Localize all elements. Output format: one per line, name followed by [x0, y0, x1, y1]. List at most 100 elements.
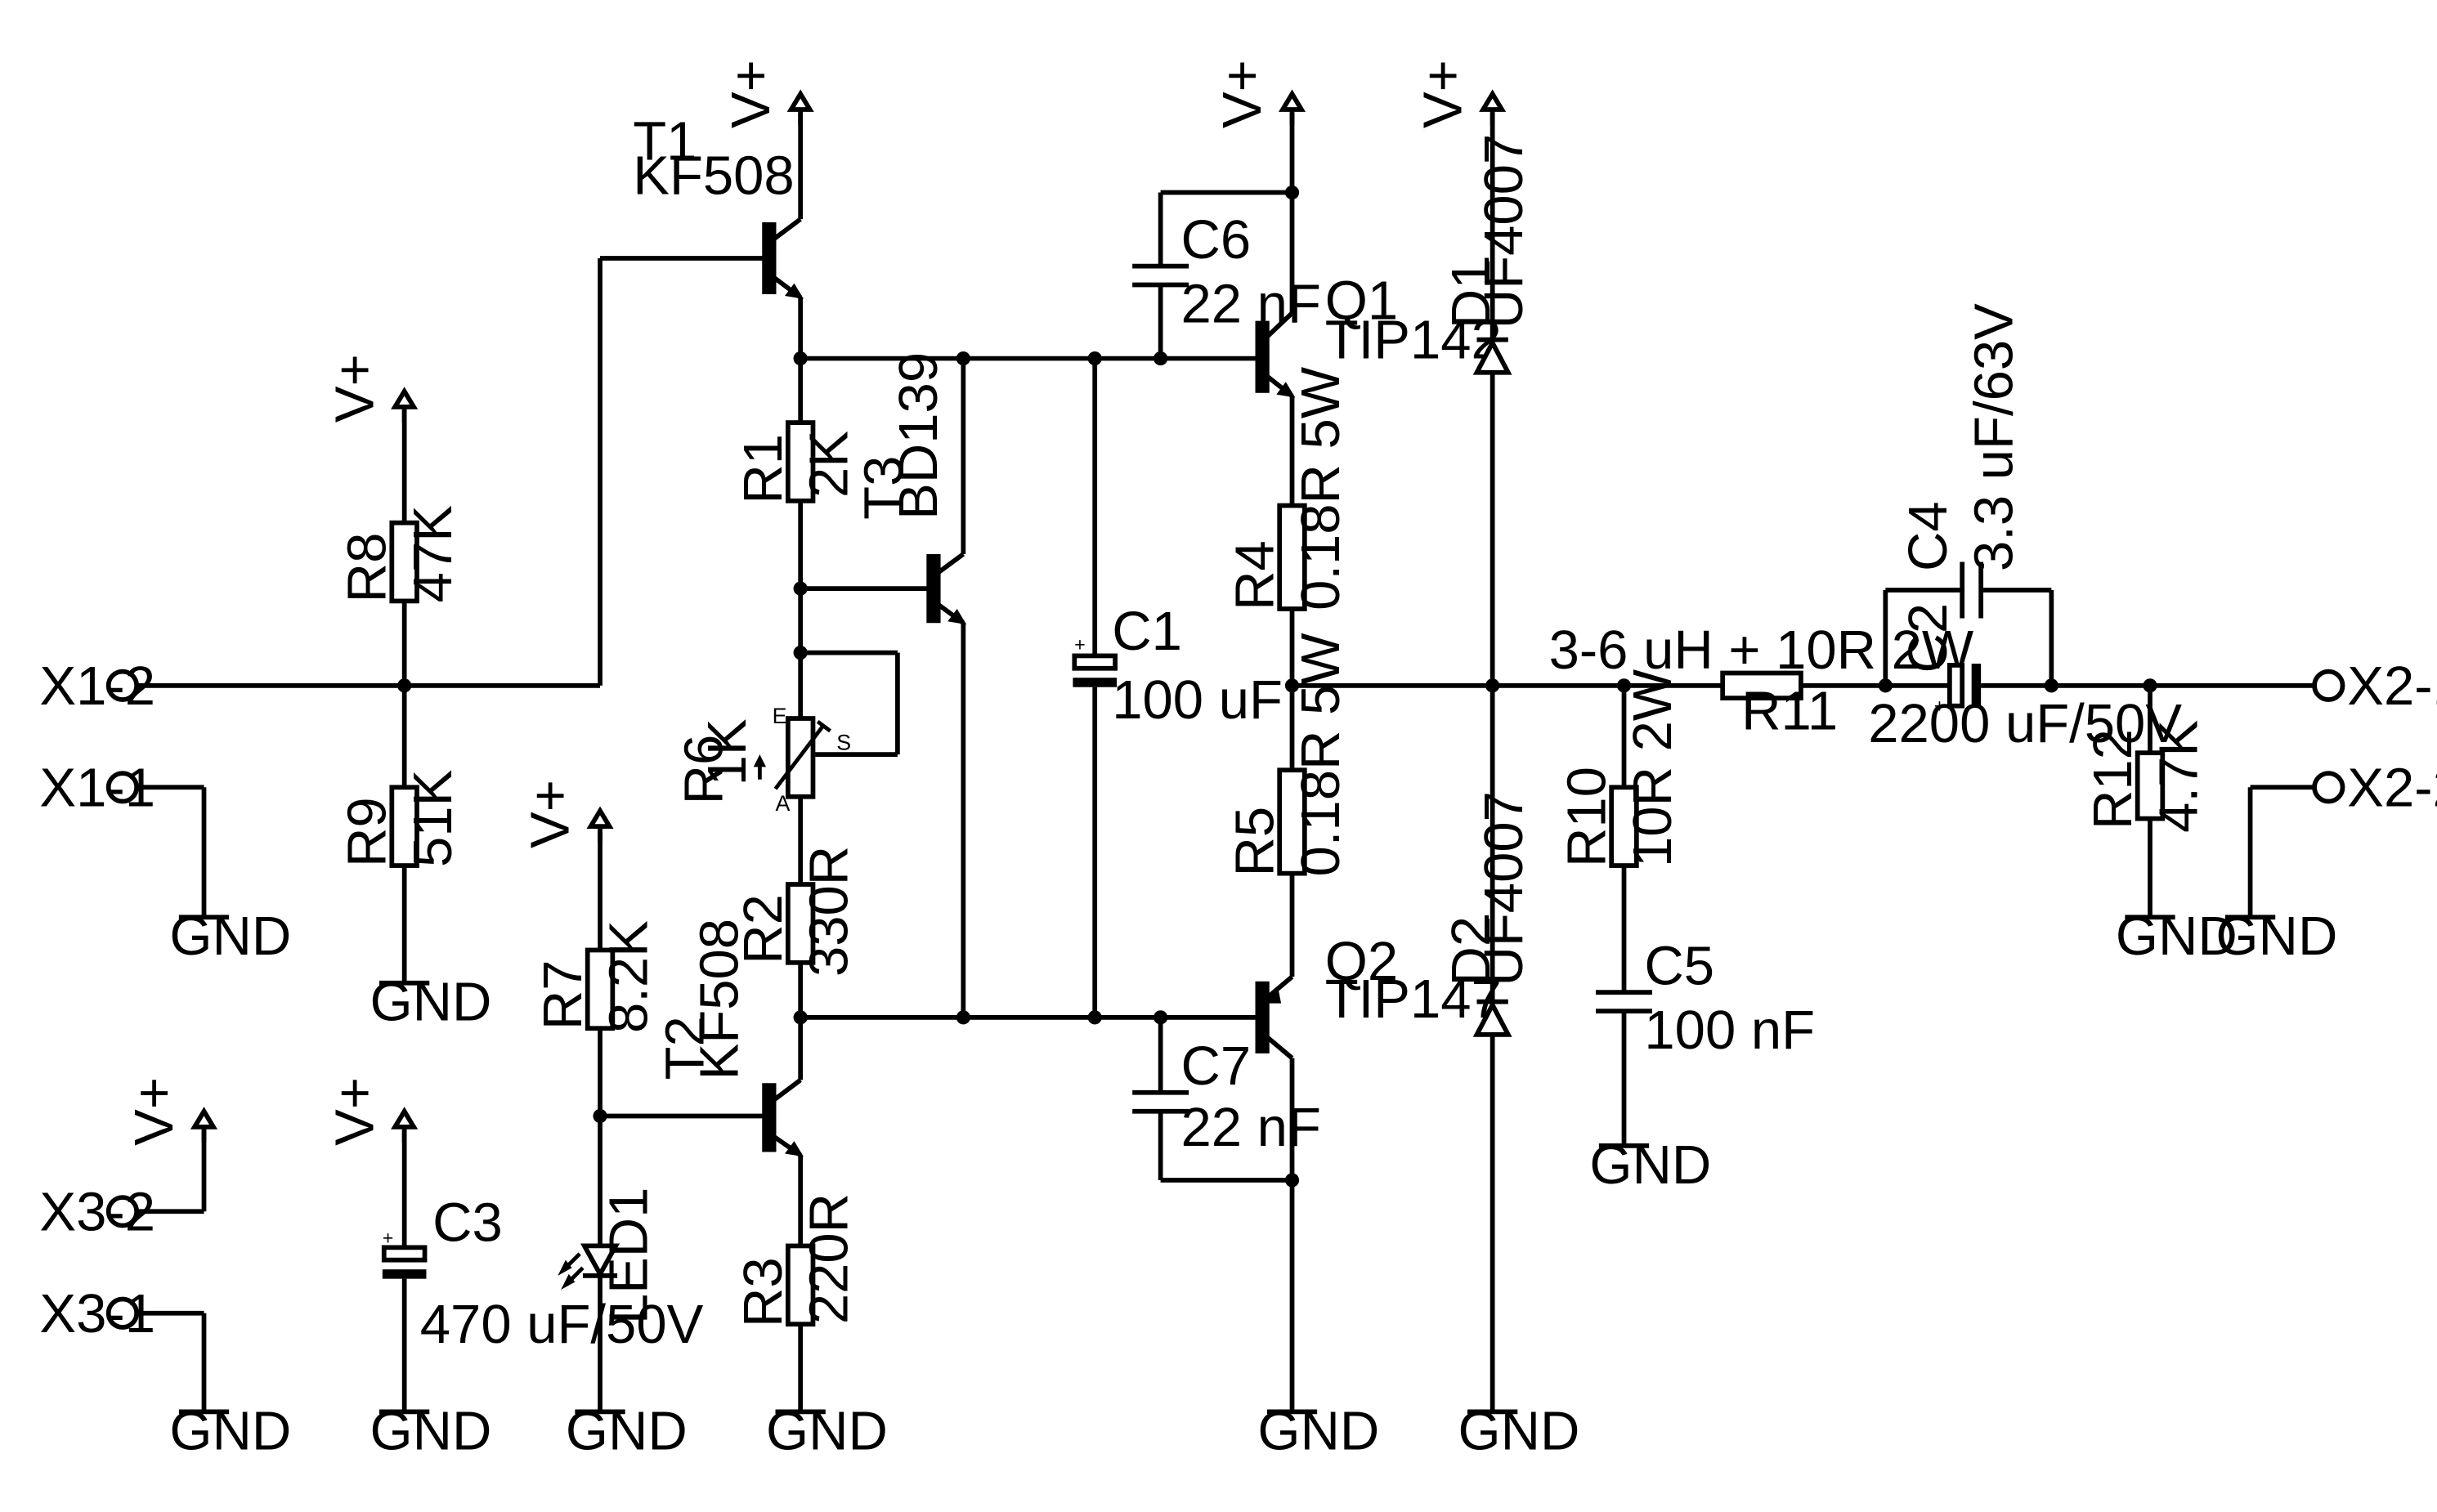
input-section: X1-2 X1-1 GND V+ R8 47K R9 51K GND V+ X3…	[39, 256, 764, 1461]
gnd-label: GND	[169, 1400, 291, 1461]
c5-ref: C5	[1644, 936, 1714, 997]
r6-pin-e: E	[773, 704, 787, 728]
connector-x2-1	[2312, 669, 2345, 702]
q2-value: TIP147	[1325, 968, 1502, 1030]
gnd-label: GND	[1458, 1400, 1580, 1461]
t3-ref: T3	[853, 456, 915, 520]
c1-ref: C1	[1112, 601, 1182, 662]
connector-x1-2-label: X1-2	[39, 655, 155, 717]
c1-value: 100 uF	[1112, 669, 1283, 731]
r12-value: 4.7K	[2148, 720, 2209, 833]
t1-ref: T1	[633, 110, 697, 172]
vplus-label: V+	[1212, 60, 1273, 128]
c3-ref: C3	[432, 1192, 503, 1254]
r6-pin-s: S	[836, 730, 851, 754]
r10-ref: R10	[1557, 767, 1618, 867]
c6-value: 22 nF	[1181, 274, 1321, 335]
r3-value: 220R	[799, 1193, 860, 1324]
r4-ref: R4	[1225, 540, 1286, 611]
connector-x3-2	[105, 1195, 140, 1228]
r10-value: 10R 2W	[1622, 669, 1683, 867]
gnd-label: GND	[370, 972, 492, 1033]
connector-x3-1-label: X3-1	[39, 1283, 155, 1344]
connector-x1-1-label: X1-1	[39, 757, 155, 818]
gnd-label: GND	[2116, 906, 2238, 967]
vplus-label: V+	[123, 1077, 185, 1146]
led-symbol	[580, 1243, 620, 1279]
r4-value: 0.18R 5W	[1290, 366, 1351, 611]
t3-value: BD139	[888, 352, 949, 520]
capacitor-c2	[1946, 663, 1965, 709]
r9-ref: R9	[337, 797, 398, 867]
capacitor-c1	[1072, 653, 1118, 671]
t2-value: KF508	[689, 919, 750, 1080]
r7-ref: R7	[532, 960, 594, 1030]
trimmer-r6	[785, 716, 816, 799]
gnd-label: GND	[1257, 1400, 1379, 1461]
r9-value: 51K	[402, 770, 464, 867]
led1-ref: LED1	[598, 1188, 659, 1325]
r6-pin-a: A	[776, 791, 791, 816]
d1-ref: D1	[1440, 259, 1502, 329]
vplus-label: V+	[324, 354, 385, 423]
q2-ref: Q2	[1325, 931, 1398, 992]
connector-x2-2-label: X2-2	[2347, 757, 2437, 818]
r5-value: 0.18R 5W	[1290, 633, 1351, 877]
r3-ref: R3	[732, 1257, 794, 1327]
d2-ref: D2	[1440, 916, 1502, 986]
vplus-label: V+	[720, 60, 782, 128]
r11-ref: R11	[1741, 680, 1838, 741]
vplus-label: V+	[520, 780, 581, 848]
r11-value: 3-6 uH + 10R 2W	[1549, 620, 1974, 681]
gnd-label: GND	[2215, 906, 2337, 967]
r6-ref: R6	[673, 735, 734, 805]
resistor-r11	[1720, 670, 1803, 701]
gnd-label: GND	[766, 1400, 888, 1461]
c4-ref: C4	[1897, 501, 1959, 571]
r12-ref: R12	[2082, 729, 2144, 830]
r8-ref: R8	[337, 533, 398, 603]
r1-ref: R1	[732, 434, 794, 504]
c3-value: 470 uF/50V	[420, 1294, 704, 1355]
r5-ref: R5	[1225, 807, 1286, 877]
c2-ref: C2	[1897, 603, 1959, 673]
gnd-label: GND	[169, 906, 291, 967]
driver-stage: V+ T1 KF508 R1 2K T3 BD139	[633, 60, 1260, 1461]
vplus-label: V+	[324, 1077, 385, 1146]
resistor-r2	[785, 882, 816, 965]
t2-ref: T2	[654, 1016, 715, 1080]
c2-value: 2200 uF/50V	[1868, 693, 2182, 754]
c3-plus: +	[383, 1228, 393, 1249]
capacitor-c3-plate	[381, 1245, 428, 1263]
r1-value: 2K	[799, 431, 860, 498]
connector-x3-2-label: X3-2	[39, 1181, 155, 1242]
gnd-label: GND	[370, 1400, 492, 1461]
c1-plus: +	[1074, 634, 1085, 655]
c7-value: 22 nF	[1181, 1097, 1321, 1158]
r6-value: 1K	[697, 718, 758, 785]
resistor-r1	[785, 420, 816, 503]
led-bias: V+ R7 8.2K LED1 GND	[520, 780, 764, 1461]
connector-x2-2	[2312, 771, 2345, 804]
gnd-label: GND	[566, 1400, 688, 1461]
r7-value: 8.2K	[598, 920, 659, 1033]
q1-value: TIP142	[1325, 310, 1502, 371]
r8-value: 47K	[402, 505, 464, 602]
d1-value: UF4007	[1473, 134, 1534, 329]
c6-ref: C6	[1181, 209, 1252, 271]
d2-value: UF4007	[1473, 791, 1534, 986]
output-network: V+ D1 UF4007 D2 UF4007 GND R10 10R 2W C5…	[1292, 60, 2437, 1461]
c2-plus: +	[1934, 695, 1945, 716]
connector-x2-1-label: X2-1	[2347, 655, 2437, 717]
capacitor-c1-group: + C1 100 uF	[1072, 358, 1283, 1018]
r2-value: 330R	[799, 846, 860, 977]
gnd-label: GND	[1589, 1134, 1711, 1196]
r2-ref: R2	[732, 894, 794, 964]
t1-value: KF508	[633, 145, 794, 206]
c4-value: 3.3 uF/63V	[1963, 303, 2024, 571]
vplus-label: V+	[1412, 60, 1473, 128]
output-stage: V+ C6 22 nF Q1 TIP142 R4 0.18R 5W R5 0.1…	[1132, 60, 1502, 1461]
q1-ref: Q1	[1325, 271, 1398, 332]
resistor-r8	[389, 520, 419, 604]
